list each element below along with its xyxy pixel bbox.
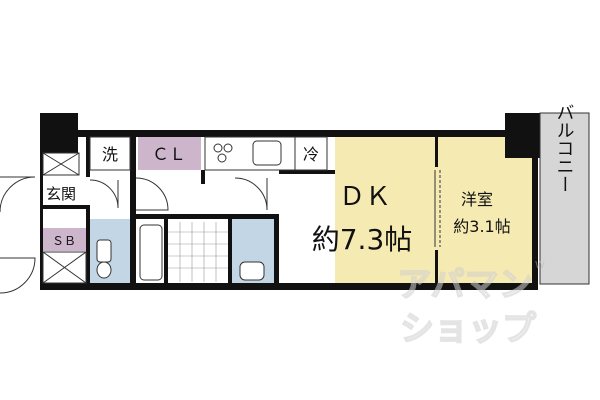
watermark-line2: ショップ — [400, 309, 536, 349]
watermark-logo: アパマン ショップ W — [397, 260, 545, 350]
doors — [0, 170, 441, 294]
watermark-line1: アパマン — [397, 265, 532, 305]
fridge-label: 冷 — [303, 145, 319, 164]
walls — [40, 113, 540, 290]
entrance-label: 玄関 — [46, 185, 76, 203]
balcony-area — [540, 113, 589, 284]
closet-label: ＣＬ — [152, 145, 186, 165]
washer-label: 洗 — [102, 145, 118, 164]
dk-label: ＤＫ — [339, 182, 391, 212]
western-room-label: 洋室 — [461, 190, 493, 209]
watermark-tm: W — [535, 260, 545, 271]
shoe-box-area — [43, 228, 86, 251]
western-room-floor — [438, 137, 535, 284]
shaft-boxes — [42, 152, 87, 284]
kitchen-counter — [89, 136, 328, 171]
western-room-size-label: 約3.1帖 — [453, 217, 510, 236]
closet-area — [138, 137, 201, 170]
bathroom-tiles — [168, 222, 228, 282]
dk-size-label: 約7.3帖 — [312, 223, 413, 256]
sanitary-fixtures — [96, 224, 265, 281]
balcony-label: バルコニー — [554, 103, 575, 193]
shoe-box-label: ＳＢ — [52, 234, 76, 248]
dk-floor — [335, 137, 438, 284]
balcony-outline — [539, 112, 590, 285]
